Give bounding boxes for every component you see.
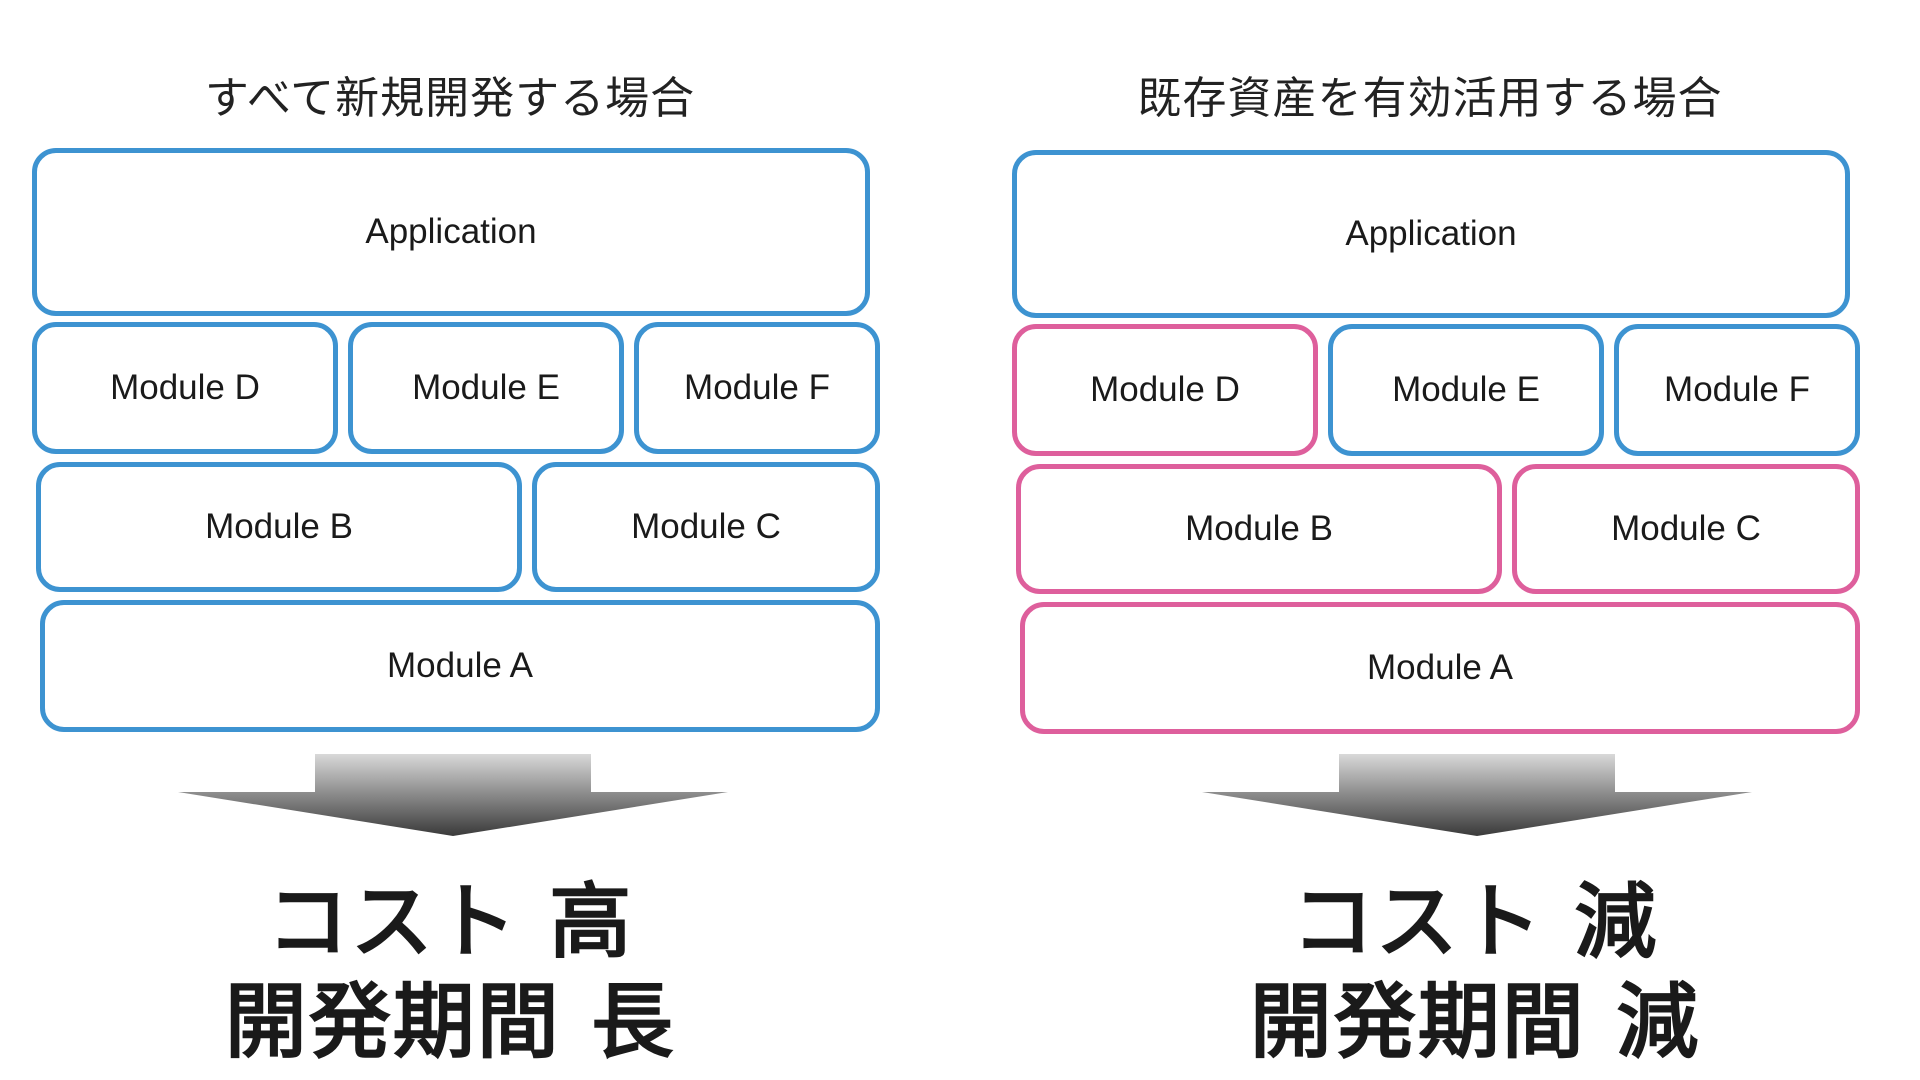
panel-title: すべて新規開発する場合 (204, 73, 696, 124)
module-f: Module F (1614, 324, 1860, 456)
module-label: Module A (387, 646, 533, 685)
panel-new-development: すべて新規開発する場合 Application Module D Module … (32, 73, 880, 1070)
cost-result: コスト 減 (1291, 875, 1659, 970)
module-label: Module C (1611, 509, 1761, 548)
module-label: Module E (412, 368, 560, 407)
module-label: Module B (1185, 509, 1333, 548)
module-a: Module A (1020, 602, 1860, 734)
down-arrow-icon (178, 754, 728, 836)
cost-result: コスト 高 (266, 875, 634, 970)
down-arrow-icon (1202, 754, 1752, 836)
module-label: Module C (631, 507, 781, 546)
panel-title: 既存資産を有効活用する場合 (1137, 73, 1723, 124)
module-c: Module C (532, 462, 880, 592)
module-label: Module B (205, 507, 353, 546)
module-label: Module E (1392, 370, 1540, 409)
period-result: 開発期間 長 (224, 975, 676, 1070)
module-label: Module F (684, 368, 830, 407)
module-label: Module F (1664, 370, 1810, 409)
module-b: Module B (1016, 464, 1502, 594)
module-f: Module F (634, 322, 880, 454)
module-label: Application (1345, 214, 1517, 253)
period-result: 開発期間 減 (1249, 975, 1701, 1070)
module-label: Module A (1367, 648, 1513, 687)
module-application: Application (1012, 150, 1850, 318)
module-label: Module D (1090, 370, 1240, 409)
module-label: Application (365, 212, 537, 251)
module-c: Module C (1512, 464, 1860, 594)
module-d: Module D (32, 322, 338, 454)
module-application: Application (32, 148, 870, 316)
module-b: Module B (36, 462, 522, 592)
panel-reuse-assets: 既存資産を有効活用する場合 Application Module D Modul… (980, 0, 1920, 1080)
module-e: Module E (348, 322, 624, 454)
module-a: Module A (40, 600, 880, 732)
module-label: Module D (110, 368, 260, 407)
module-d: Module D (1012, 324, 1318, 456)
module-e: Module E (1328, 324, 1604, 456)
